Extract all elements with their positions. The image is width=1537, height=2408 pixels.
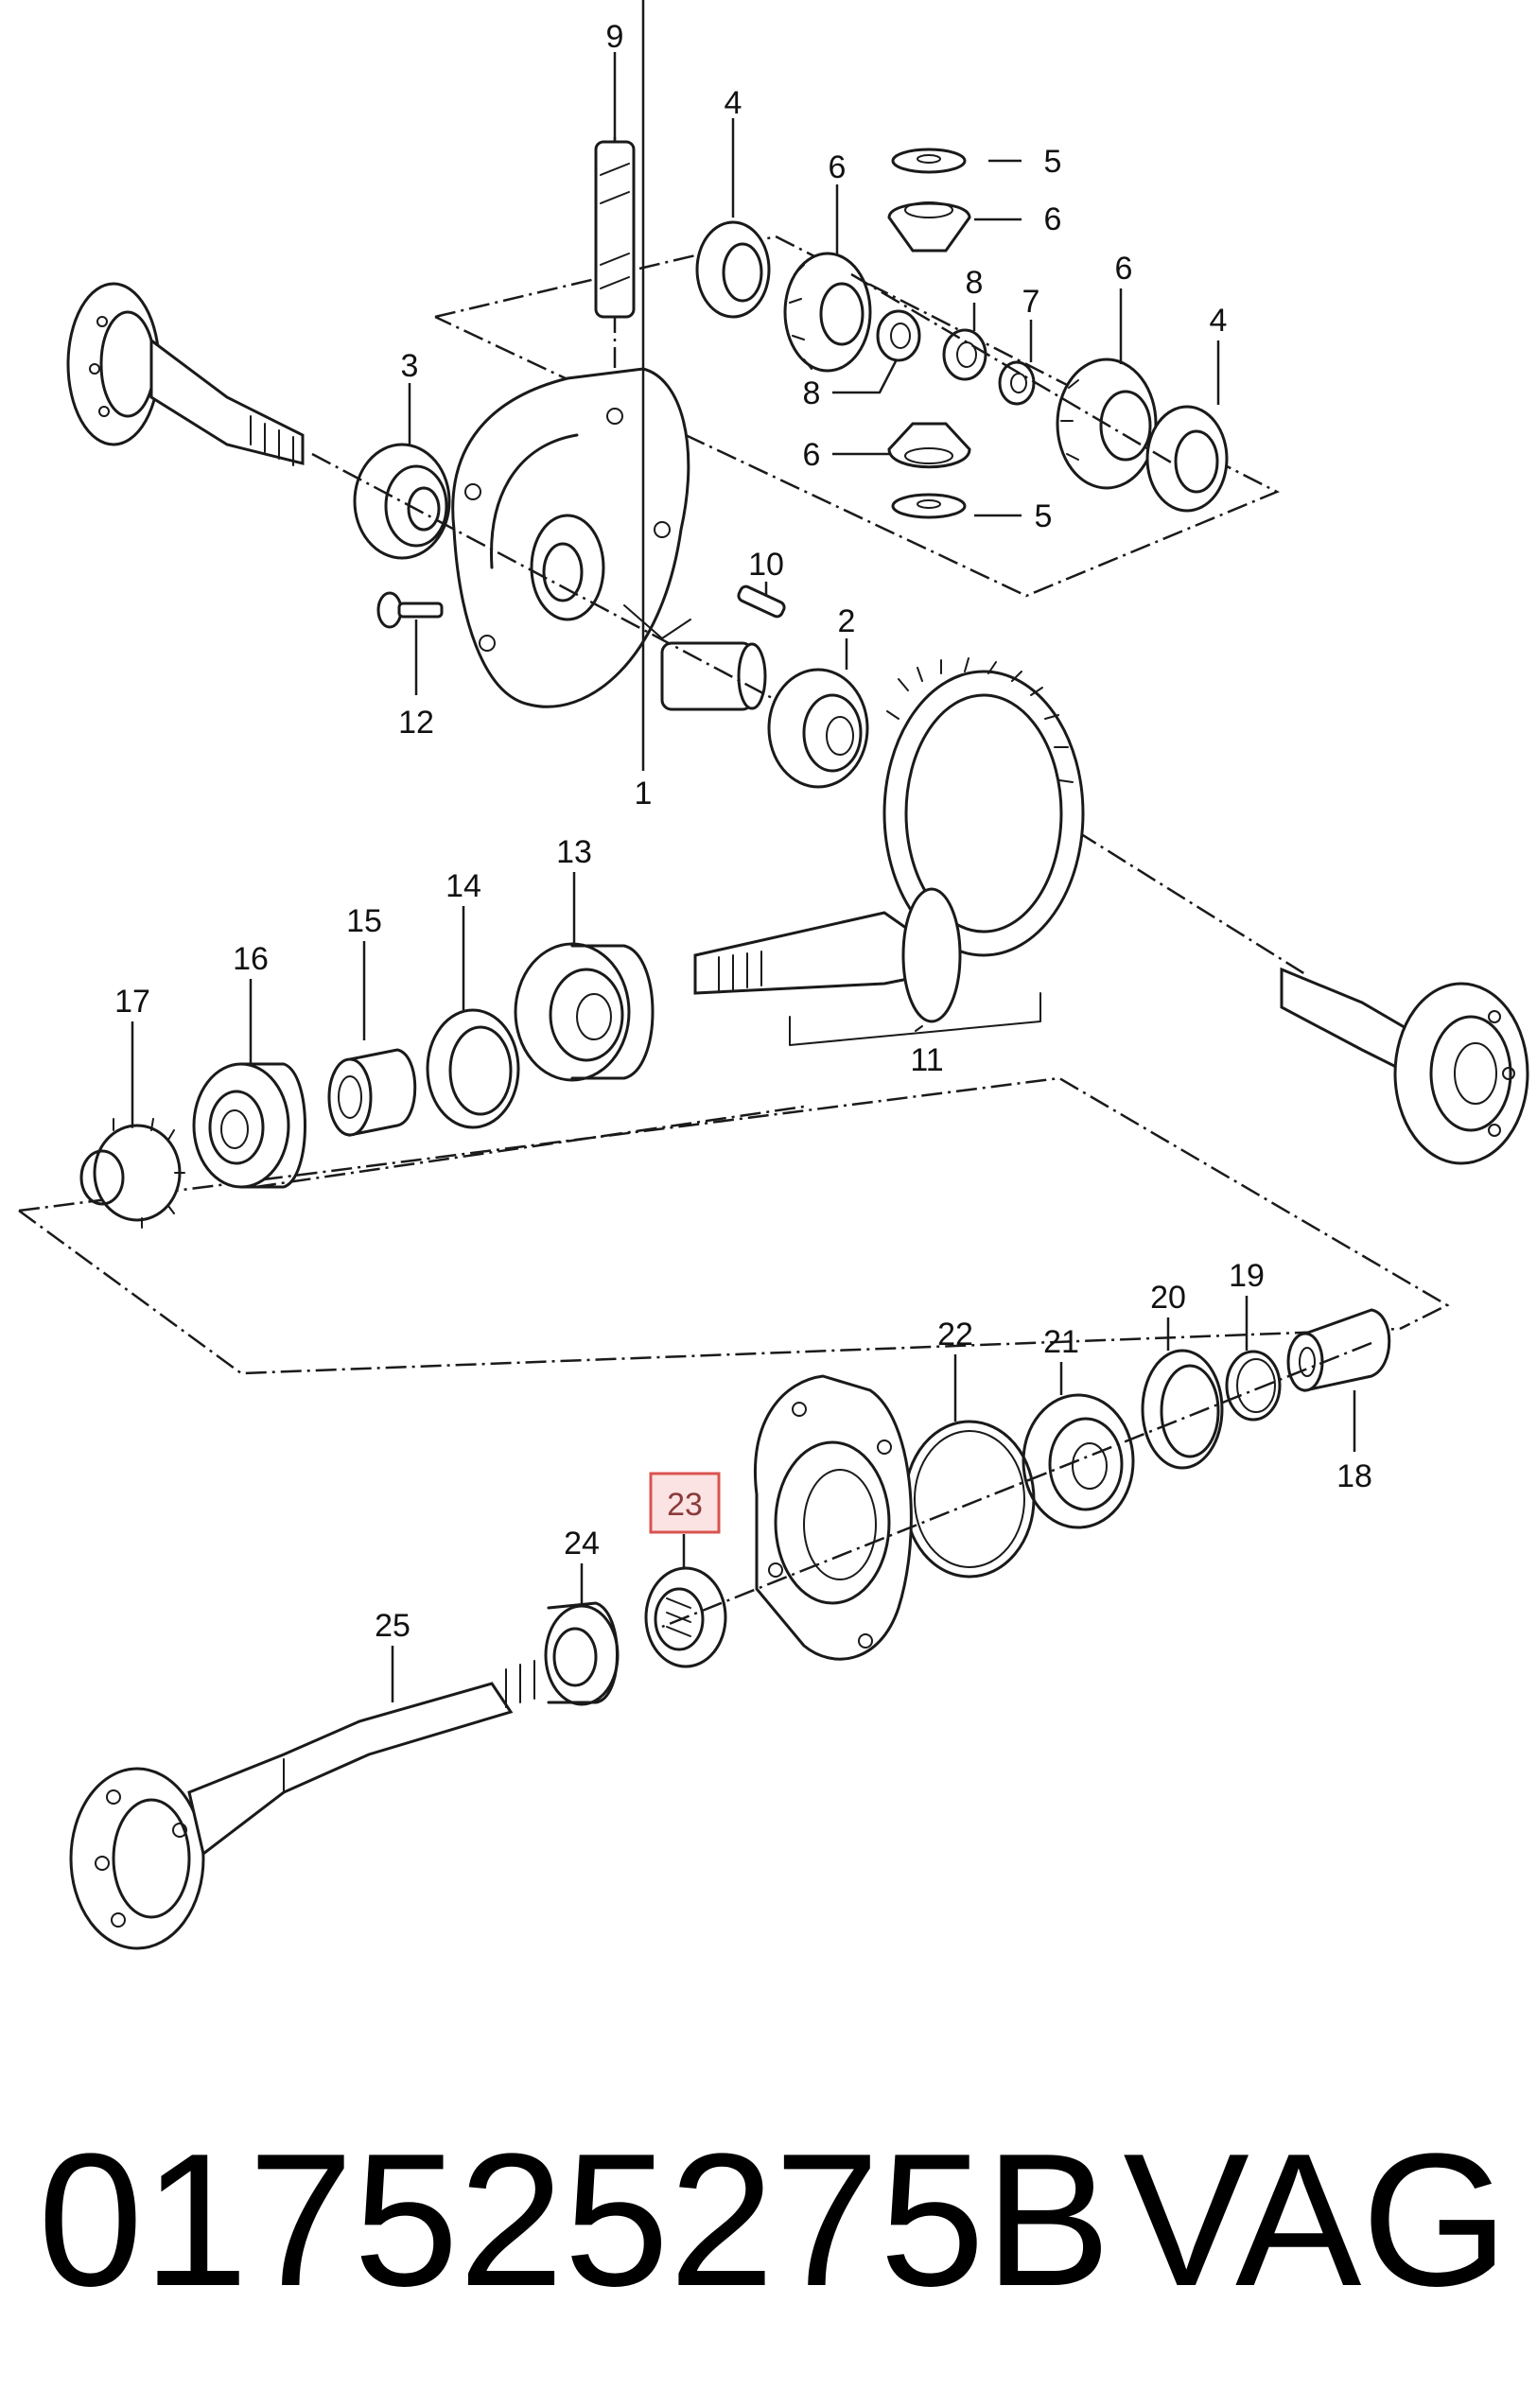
part-22-gasket: [903, 1420, 1036, 1579]
part-15-sleeve: [327, 1048, 417, 1137]
label-6-side-gear-left: 6: [829, 149, 847, 185]
label-3: 3: [401, 348, 419, 384]
highlight-box-23: [649, 1472, 721, 1534]
part-25-output-shaft: [69, 1660, 535, 1950]
label-6-side-gear-right: 6: [1115, 251, 1133, 287]
label-20: 20: [1150, 1280, 1186, 1316]
part-17-gear: [79, 1113, 185, 1229]
part-8-spacer-right: [942, 328, 987, 381]
part-6-side-gear-left: [783, 252, 872, 373]
output-flange-left: [66, 282, 305, 466]
part-1-differential-housing: [451, 367, 767, 711]
part-19-snap-ring: [1225, 1350, 1282, 1422]
label-2: 2: [838, 603, 856, 639]
part-number-caption: 017525275B VAG: [0, 2033, 1537, 2408]
part-number: 017525275B: [38, 2115, 1111, 2326]
part-6-pinion-bottom: [887, 422, 971, 469]
callout-labels: 9 4 6 5 6 8 7 6 4 8 6 5 3 10 2 12 1 13 1…: [114, 19, 1372, 1644]
brand-name: VAG: [1123, 2115, 1509, 2326]
label-5-top: 5: [1044, 144, 1062, 180]
label-9: 9: [606, 19, 624, 55]
label-15: 15: [346, 903, 382, 939]
part-4-thrust-washer-right: [1145, 405, 1229, 513]
part-18-sleeve: [1286, 1308, 1391, 1392]
part-14-ring: [426, 1008, 520, 1129]
label-4-right: 4: [1210, 303, 1228, 339]
label-14: 14: [445, 868, 481, 904]
part-16-bearing: [192, 1062, 306, 1189]
part-11-ring-and-pinion: [693, 657, 1085, 1046]
part-3-bearing: [353, 443, 451, 560]
part-9-pin: [594, 140, 636, 319]
label-6-pinion-top: 6: [1044, 201, 1062, 237]
label-24: 24: [564, 1526, 600, 1562]
part-5-washer-bottom: [891, 493, 967, 519]
label-19: 19: [1229, 1258, 1265, 1294]
part-2-bearing: [767, 668, 869, 789]
label-6-pinion-bottom: 6: [803, 437, 821, 473]
leader-lines: [131, 0, 1356, 1702]
label-21: 21: [1043, 1324, 1079, 1360]
center-lines: [311, 272, 1372, 1629]
output-flange-right: [1280, 967, 1529, 1165]
part-6-pinion-top: [887, 201, 971, 253]
part-24-seal-ring: [544, 1601, 620, 1706]
part-5-washer-top: [891, 148, 967, 174]
label-8-upper: 8: [966, 265, 984, 301]
label-12: 12: [398, 705, 434, 741]
part-12-bolt: [376, 591, 444, 629]
label-16: 16: [233, 941, 269, 977]
label-1: 1: [635, 776, 653, 811]
label-7: 7: [1022, 284, 1040, 320]
label-17: 17: [114, 984, 150, 1020]
part-flange-cover: [754, 1374, 913, 1661]
assembly-outlines: [18, 137, 1450, 1375]
part-20-ring: [1141, 1349, 1224, 1470]
label-10: 10: [748, 547, 784, 583]
label-11: 11: [910, 1042, 943, 1078]
part-10-pin: [737, 585, 786, 619]
label-13: 13: [556, 834, 592, 870]
label-22: 22: [937, 1317, 973, 1352]
exploded-parts-diagram: 9 4 6 5 6 8 7 6 4 8 6 5 3 10 2 12 1 13 1…: [18, 0, 1529, 1950]
part-4-thrust-washer-left: [695, 220, 771, 319]
label-18: 18: [1336, 1458, 1372, 1494]
label-23-highlighted: 23: [667, 1487, 703, 1523]
part-7-washer: [998, 360, 1036, 406]
label-8-lower: 8: [803, 375, 821, 411]
part-13-bearing: [514, 942, 655, 1082]
label-25: 25: [375, 1608, 410, 1644]
part-8-spacer-left: [876, 309, 921, 362]
label-4-left: 4: [725, 85, 742, 121]
label-5-bottom: 5: [1035, 498, 1053, 534]
